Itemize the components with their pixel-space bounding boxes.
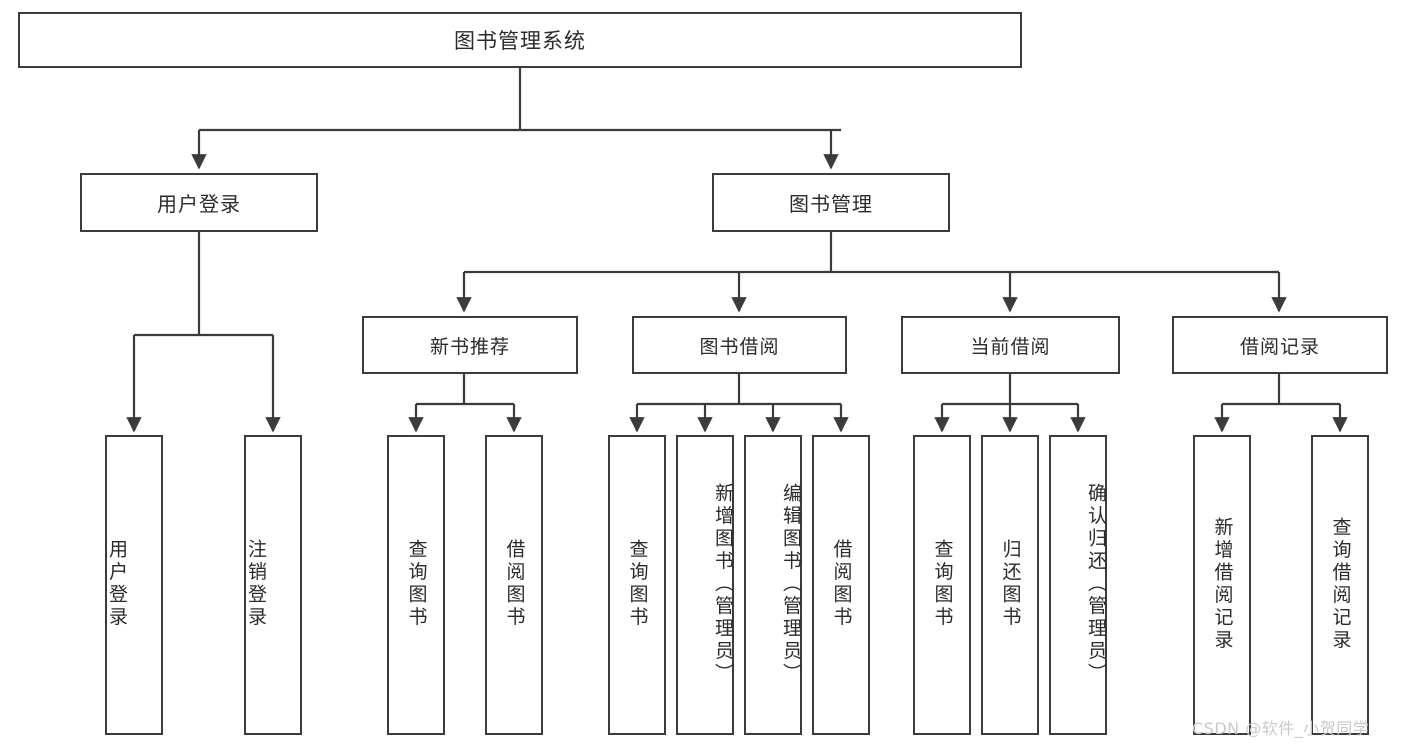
leaf-current-borrow-confirm-return-admin[interactable]: 确认归还（管理员） [1049,435,1107,735]
node-new-book-recommendation[interactable]: 新书推荐 [362,316,578,374]
leaf-current-borrow-query-book[interactable]: 查询图书 [913,435,971,735]
leaf-book-borrow-query-book[interactable]: 查询图书 [608,435,666,735]
leaf-current-borrow-return-book[interactable]: 归还图书 [981,435,1039,735]
leaf-book-borrow-add-book-admin[interactable]: 新增图书（管理员） [676,435,734,735]
csdn-watermark: CSDN @软件_小贺同学 [1192,719,1370,738]
node-borrowing-record[interactable]: 借阅记录 [1172,316,1388,374]
leaf-borrow-record-add-record[interactable]: 新增借阅记录 [1193,435,1251,735]
leaf-new-book-query-book[interactable]: 查询图书 [387,435,445,735]
node-book-borrowing[interactable]: 图书借阅 [632,316,847,374]
leaf-book-borrow-borrow-book[interactable]: 借阅图书 [812,435,870,735]
node-user-login[interactable]: 用户登录 [80,173,318,232]
leaf-user-login-logout[interactable]: 注销登录 [244,435,302,735]
node-root-book-management-system[interactable]: 图书管理系统 [18,12,1022,68]
leaf-user-login-login[interactable]: 用户登录 [105,435,163,735]
node-book-management[interactable]: 图书管理 [712,173,950,232]
leaf-borrow-record-query-record[interactable]: 查询借阅记录 [1311,435,1369,735]
node-current-borrowing[interactable]: 当前借阅 [901,316,1120,374]
leaf-new-book-borrow-book[interactable]: 借阅图书 [485,435,543,735]
leaf-book-borrow-edit-book-admin[interactable]: 编辑图书（管理员） [744,435,802,735]
